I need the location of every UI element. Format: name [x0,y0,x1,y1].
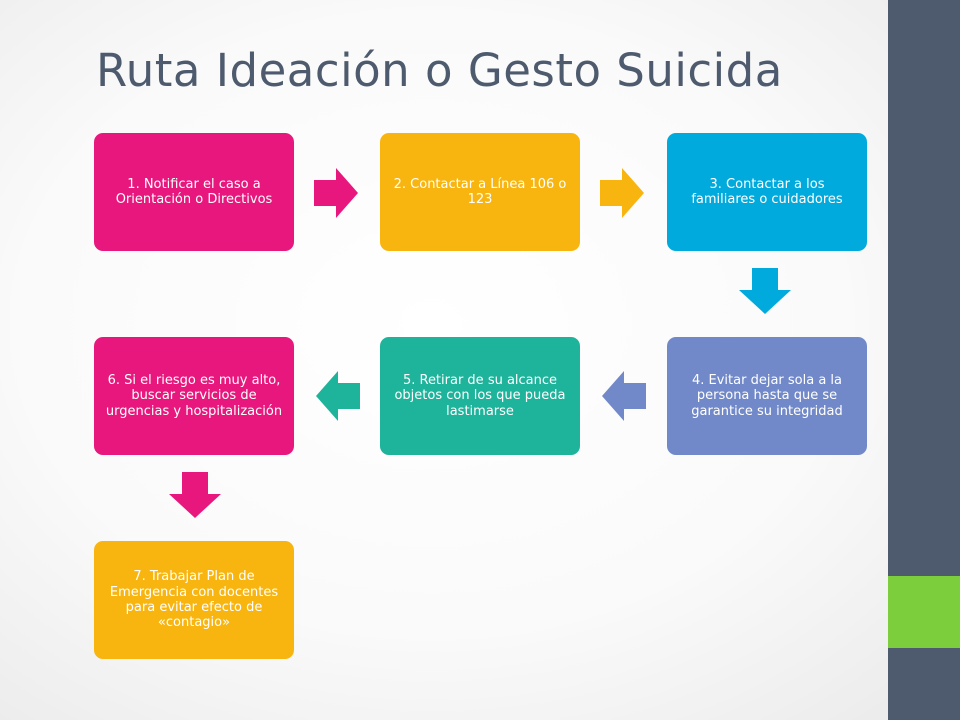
arrow-left-4-to-5 [602,371,646,421]
slide-title: Ruta Ideación o Gesto Suicida [96,44,783,97]
sidebar-accent-square [888,576,960,648]
step-4-box: 4. Evitar dejar sola a la persona hasta … [667,337,867,455]
arrow-right-1-to-2 [314,168,358,218]
step-3-box: 3. Contactar a los familiares o cuidador… [667,133,867,251]
step-7-box: 7. Trabajar Plan de Emergencia con docen… [94,541,294,659]
step-4-label: 4. Evitar dejar sola a la persona hasta … [691,373,843,419]
step-3-label: 3. Contactar a los familiares o cuidador… [691,176,843,207]
step-2-label: 2. Contactar a Línea 106 o 123 [393,176,567,207]
step-6-box: 6. Si el riesgo es muy alto, buscar serv… [94,337,294,455]
arrow-down-6-to-7 [169,472,221,518]
step-1-box: 1. Notificar el caso a Orientación o Dir… [94,133,294,251]
step-5-label: 5. Retirar de su alcance objetos con los… [394,373,566,419]
arrow-down-3-to-4 [739,268,791,314]
step-1-label: 1. Notificar el caso a Orientación o Dir… [115,176,273,207]
arrow-left-5-to-6 [316,371,360,421]
step-2-box: 2. Contactar a Línea 106 o 123 [380,133,580,251]
step-5-box: 5. Retirar de su alcance objetos con los… [380,337,580,455]
step-6-label: 6. Si el riesgo es muy alto, buscar serv… [105,373,283,419]
arrow-right-2-to-3 [600,168,644,218]
step-7-label: 7. Trabajar Plan de Emergencia con docen… [109,569,279,631]
